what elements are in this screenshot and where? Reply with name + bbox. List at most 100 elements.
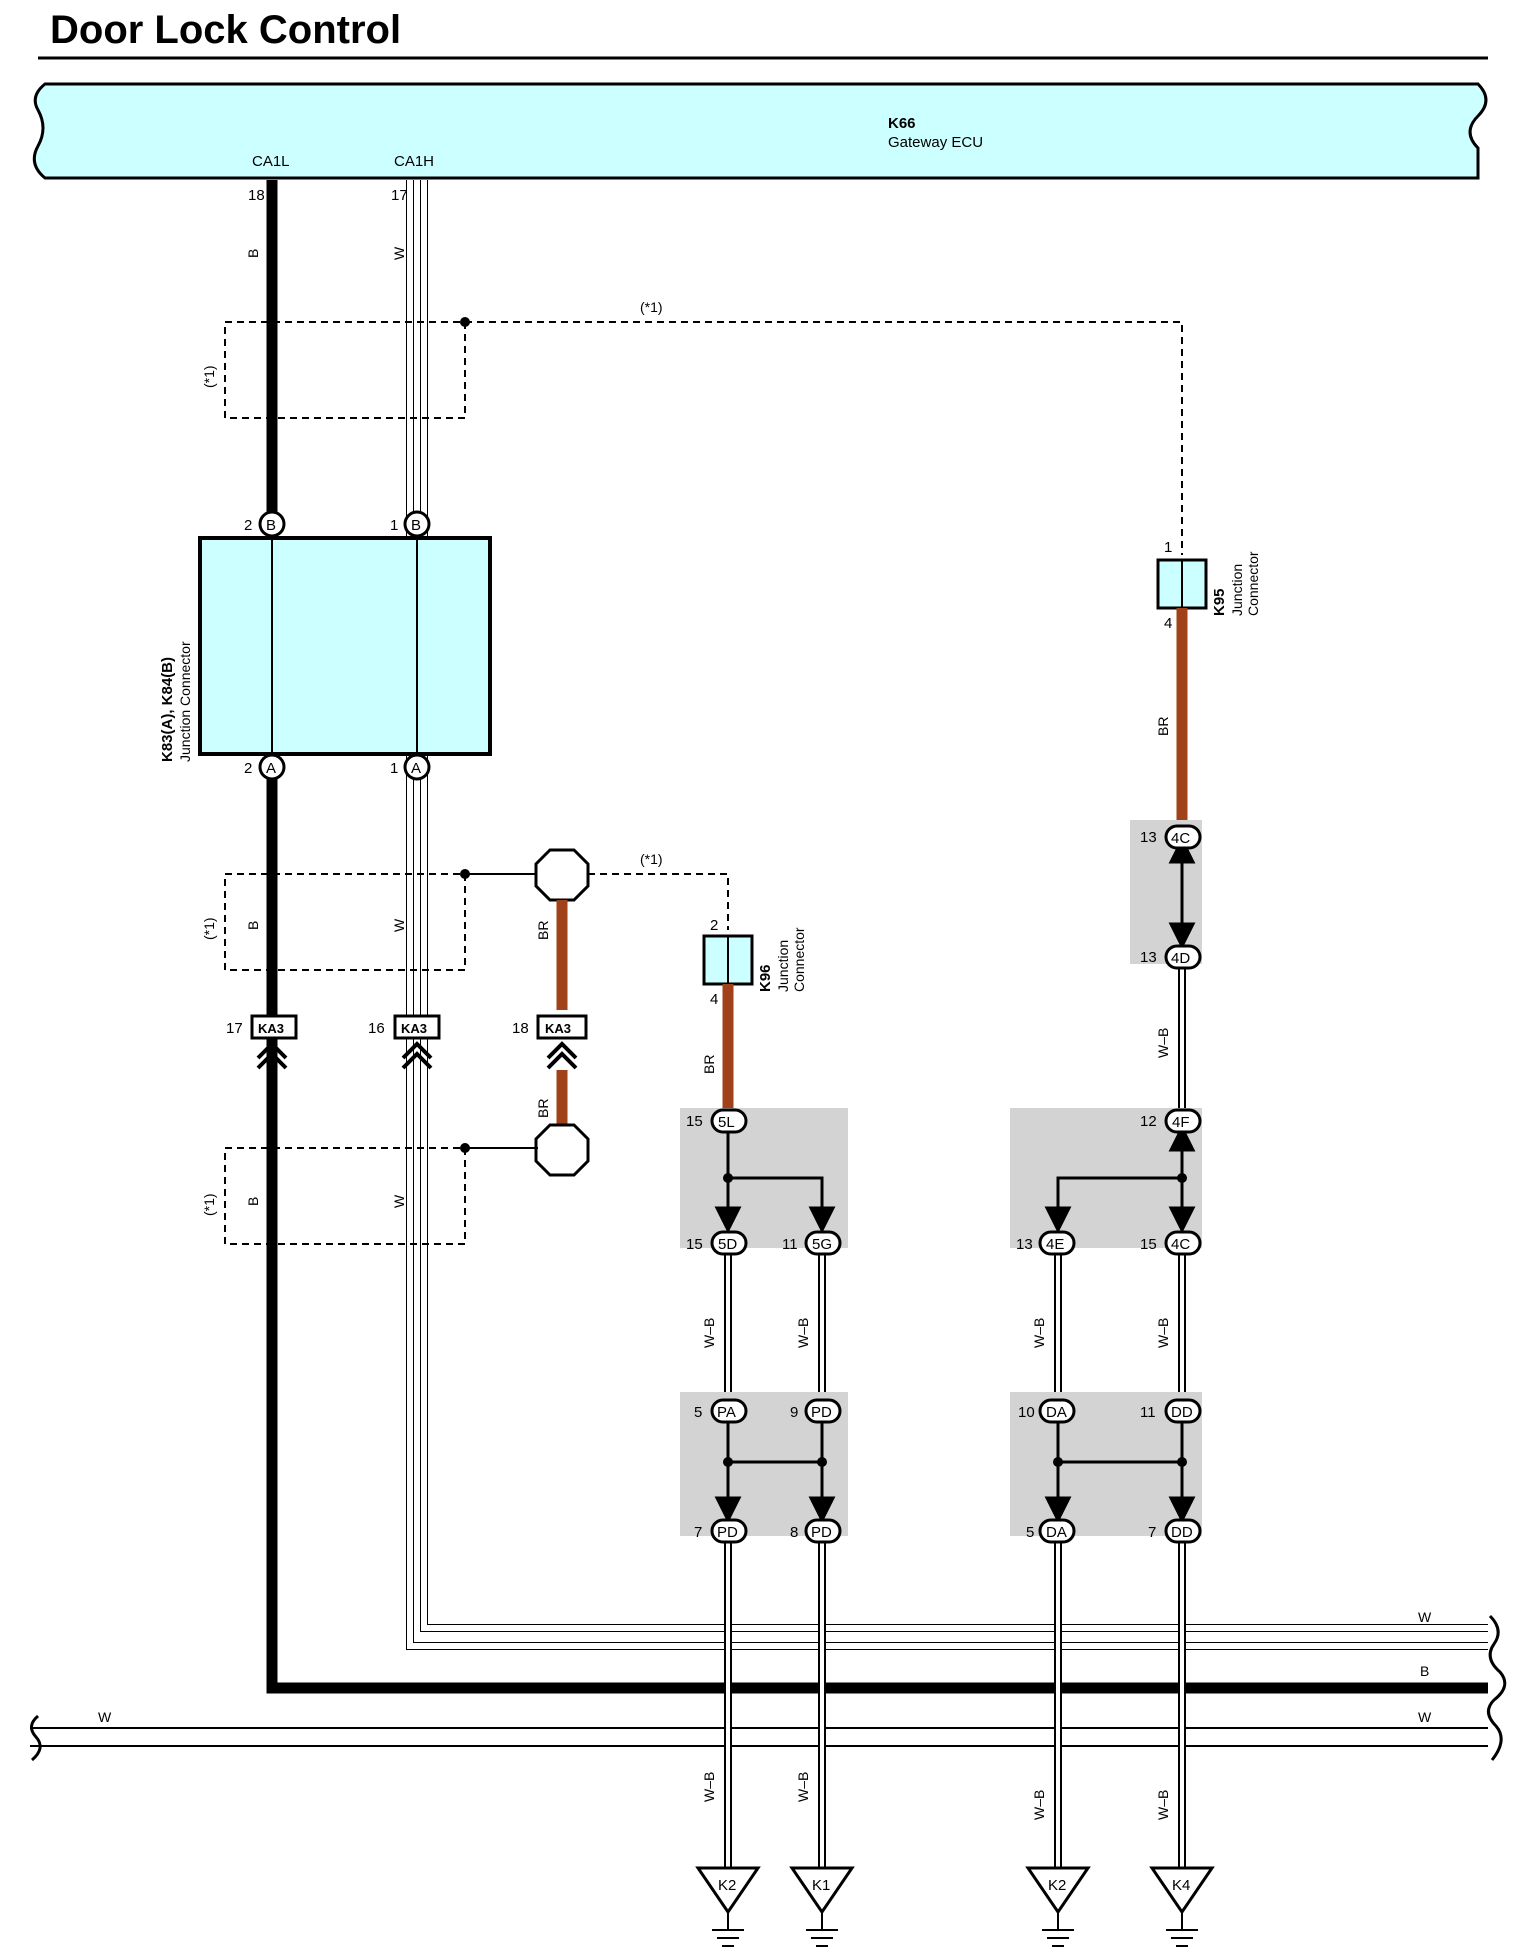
- jb-pa: PA: [717, 1404, 736, 1421]
- ecu-pin-ca1h-label: CA1H: [394, 153, 434, 170]
- jb-4c2: 4C: [1171, 1236, 1190, 1253]
- jb-5g: 5G: [812, 1236, 832, 1253]
- ka3-connector-18: [536, 1014, 588, 1040]
- wire-color-wb-4d: W–B: [1155, 1028, 1171, 1058]
- dashed-shield-to-k96: [588, 873, 729, 930]
- k95-sub1: Junction: [1229, 564, 1245, 616]
- wire-color-w-mid: W: [391, 918, 407, 932]
- jb-pd2-num: 7: [694, 1524, 702, 1541]
- page-title: Door Lock Control: [50, 8, 402, 52]
- ground-k1: [789, 1866, 855, 1947]
- wire-color-w-top: W: [391, 246, 407, 260]
- jb-5l: 5L: [718, 1114, 735, 1131]
- w-wire-inner-fill: [421, 180, 1488, 1631]
- w-wire-inner: [420, 180, 1488, 1632]
- jb-dd: DD: [1171, 1404, 1193, 1421]
- ecu-id: K66: [888, 115, 916, 132]
- jb-5d: 5D: [718, 1236, 737, 1253]
- k83-pin-a-1-marker: [403, 753, 431, 781]
- wb-wires: [724, 966, 1186, 1868]
- ka3-chevron-17: [256, 1041, 288, 1070]
- ka3-connector-17: [250, 1014, 298, 1040]
- bus-label-b: B: [1420, 1663, 1429, 1679]
- k95-pin-4: 4: [1164, 615, 1172, 632]
- shield-octagon-bottom: [534, 1123, 590, 1177]
- ecu-pin-18: 18: [248, 187, 265, 204]
- jb-4d: 4D: [1171, 950, 1190, 967]
- jb-pd3-num: 8: [790, 1524, 798, 1541]
- w-bus-break-left: [30, 1714, 42, 1762]
- k83-pin-a-2-marker: [258, 753, 286, 781]
- ecu-pin-ca1l-label: CA1L: [252, 153, 290, 170]
- wire-break-right: [1487, 1614, 1507, 1761]
- ground-label-1: K1: [812, 1877, 830, 1894]
- k96-pin-4: 4: [710, 991, 718, 1008]
- option-box-bottom: [224, 1147, 466, 1245]
- wire-color-br-shield-top: BR: [535, 921, 551, 940]
- wire-color-b-bottom: B: [245, 1197, 261, 1206]
- bus-label-w-left: W: [98, 1709, 112, 1725]
- k96-sub1: Junction: [775, 940, 791, 992]
- jb-pd-num: 9: [790, 1404, 798, 1421]
- dashed-shield-to-k95: [465, 321, 1183, 555]
- ground-k4: [1149, 1866, 1215, 1947]
- jb-dd2-num: 7: [1148, 1524, 1156, 1541]
- wire-color-b-top: B: [245, 249, 261, 258]
- k83-junction-connector: [198, 536, 492, 756]
- wire-color-wb-k2a: W–B: [701, 1772, 717, 1802]
- k83-pin-a-2-letter: A: [266, 760, 276, 777]
- ecu-name: Gateway ECU: [888, 134, 983, 151]
- option-box-mid: [224, 873, 466, 971]
- splice-dot: [460, 317, 470, 327]
- ka3-label-18: KA3: [545, 1021, 571, 1036]
- k83-pin-a-1-num: 1: [390, 760, 398, 777]
- jb-junction-dots: [723, 1173, 1187, 1467]
- jb-5l-num: 15: [686, 1113, 703, 1130]
- jb-da2-num: 5: [1026, 1524, 1034, 1541]
- option-note-mid: (*1): [201, 917, 217, 940]
- ka3-label-17: KA3: [258, 1021, 284, 1036]
- k83-sublabel: Junction Connector: [177, 641, 193, 762]
- bus-label-w-top: W: [1418, 1609, 1432, 1625]
- jb-4e-num: 13: [1016, 1236, 1033, 1253]
- jb-4f-num: 12: [1140, 1113, 1157, 1130]
- k83-pin-b-1-letter: B: [411, 517, 421, 534]
- ka3-chevron-16: [401, 1041, 433, 1070]
- k83-pin-b-2-marker: [258, 510, 286, 538]
- k95-id: K95: [1211, 588, 1228, 616]
- jb-4d-num: 13: [1140, 949, 1157, 966]
- wire-color-wb-5d: W–B: [701, 1318, 717, 1348]
- jb-4c2-num: 15: [1140, 1236, 1157, 1253]
- option-note-bottom: (*1): [201, 1193, 217, 1216]
- wire-color-br-k96: BR: [701, 1055, 717, 1074]
- ground-label-3: K4: [1172, 1877, 1190, 1894]
- wire-color-wb-5g: W–B: [795, 1318, 811, 1348]
- jb-pd: PD: [811, 1404, 832, 1421]
- bus-label-w-right: W: [1418, 1709, 1432, 1725]
- ground-label-0: K2: [718, 1877, 736, 1894]
- ka3-pin-17: 17: [226, 1020, 243, 1037]
- wire-color-wb-k1: W–B: [795, 1772, 811, 1802]
- k83-pin-a-1-letter: A: [411, 760, 421, 777]
- jb-dd-num: 11: [1140, 1404, 1156, 1421]
- k83-pin-b-1-marker: [403, 510, 431, 538]
- jb-4f: 4F: [1172, 1114, 1190, 1131]
- shield-octagon-top: [534, 848, 590, 902]
- jb-pd2: PD: [717, 1524, 738, 1541]
- k96-id: K96: [757, 964, 774, 992]
- ground-label-2: K2: [1048, 1877, 1066, 1894]
- jb-5d-num: 15: [686, 1236, 703, 1253]
- jb-pa-num: 5: [694, 1404, 702, 1421]
- wire-color-wb-4e: W–B: [1031, 1318, 1047, 1348]
- ka3-pin-16: 16: [368, 1020, 385, 1037]
- w-bus-bottom: [30, 1727, 1488, 1747]
- wire-color-wb-k4: W–B: [1155, 1790, 1171, 1820]
- wire-color-br-shield-bottom: BR: [535, 1099, 551, 1118]
- ka3-label-16: KA3: [401, 1021, 427, 1036]
- k83-pin-b-2-num: 2: [244, 517, 252, 534]
- wire-color-w-bottom: W: [391, 1194, 407, 1208]
- k83-pin-b-1-num: 1: [390, 517, 398, 534]
- k95-sub2: Connector: [1245, 551, 1261, 616]
- jb-da2: DA: [1046, 1524, 1067, 1541]
